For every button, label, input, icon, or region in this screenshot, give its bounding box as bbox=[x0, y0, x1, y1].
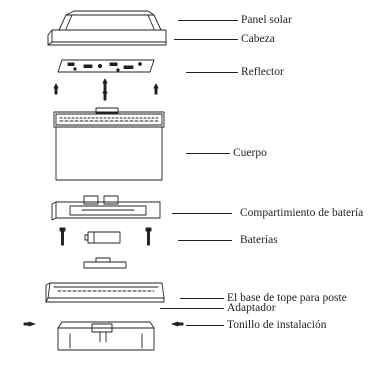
leader-baterias bbox=[178, 240, 232, 241]
installation-screws bbox=[23, 321, 184, 327]
reflector-part bbox=[57, 59, 155, 73]
base-part bbox=[45, 282, 165, 303]
body-part bbox=[53, 107, 165, 181]
leader-adaptador bbox=[160, 308, 224, 309]
label-baterias: Baterías bbox=[240, 234, 278, 246]
batteries-part bbox=[84, 231, 121, 244]
label-compartimiento: Compartimiento de batería bbox=[240, 207, 364, 219]
leader-cuerpo bbox=[186, 153, 230, 154]
battery-screws bbox=[59, 227, 152, 246]
leader-reflector bbox=[186, 72, 238, 73]
solar-panel-part bbox=[58, 10, 162, 31]
adapter-part bbox=[57, 321, 155, 351]
label-adaptador: Adaptador bbox=[227, 302, 276, 314]
label-panel-solar: Panel solar bbox=[241, 14, 292, 26]
leader-base bbox=[180, 298, 224, 299]
label-cabeza: Cabeza bbox=[241, 33, 275, 45]
leader-cabeza bbox=[174, 39, 238, 40]
leader-panel-solar bbox=[178, 20, 238, 21]
clip-part bbox=[83, 257, 127, 269]
head-part bbox=[47, 29, 167, 46]
leader-compartimiento bbox=[172, 213, 232, 214]
label-reflector: Reflector bbox=[241, 66, 284, 78]
label-cuerpo: Cuerpo bbox=[233, 147, 267, 159]
leader-tornillo bbox=[186, 325, 224, 326]
label-tornillo: Tonillo de instalación bbox=[227, 319, 327, 331]
battery-compartment-part bbox=[51, 195, 161, 221]
label-base: El base de tope para poste bbox=[227, 292, 347, 304]
reflector-screws bbox=[53, 78, 159, 101]
